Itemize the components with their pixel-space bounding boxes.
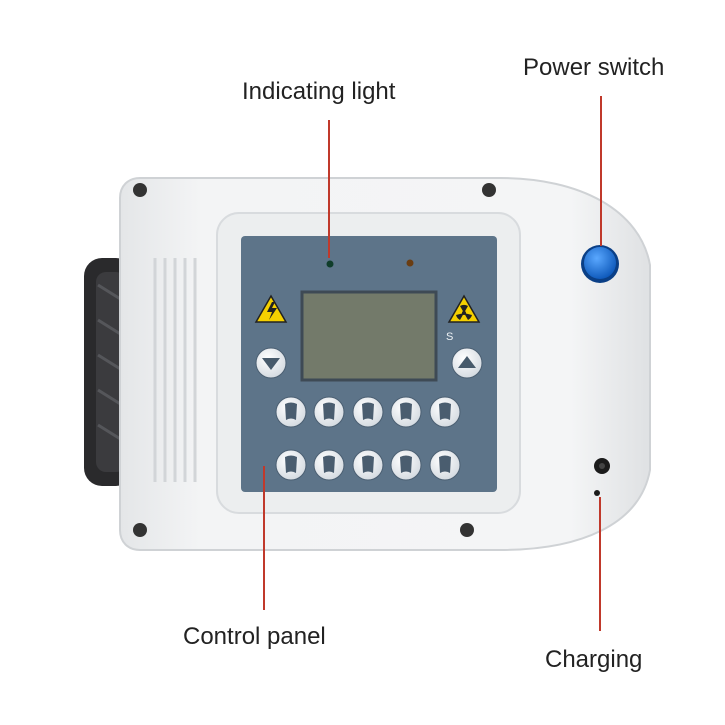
lower-incisor-tooth-icon[interactable] bbox=[313, 449, 345, 481]
control-panel-label: Control panel bbox=[183, 623, 326, 650]
high-voltage-warning-icon bbox=[254, 294, 288, 323]
power-switch-label: Power switch bbox=[523, 54, 665, 81]
lcd-display bbox=[300, 290, 438, 382]
keypad-row-1[interactable] bbox=[275, 396, 461, 428]
panel-speed-label: S bbox=[446, 331, 454, 343]
indicator-led-amber bbox=[406, 259, 414, 267]
premolar-tooth-icon[interactable] bbox=[390, 396, 422, 428]
body-screws bbox=[133, 183, 496, 537]
charging-port[interactable] bbox=[594, 458, 610, 496]
power-switch-leader bbox=[600, 96, 602, 246]
control-panel-leader bbox=[263, 466, 265, 610]
arrow-down-icon[interactable] bbox=[255, 347, 287, 379]
power-switch-button[interactable] bbox=[581, 245, 619, 283]
adult-child-icon[interactable] bbox=[275, 449, 307, 481]
arrow-up-icon[interactable] bbox=[451, 347, 483, 379]
indicator-led-green bbox=[326, 260, 334, 268]
lower-premolar-tooth-icon[interactable] bbox=[390, 449, 422, 481]
indicating-light-label: Indicating light bbox=[242, 78, 396, 105]
charging-label: Charging bbox=[545, 646, 643, 673]
vent-grille bbox=[153, 258, 197, 482]
film-sensor-icon[interactable] bbox=[275, 396, 307, 428]
charging-leader bbox=[599, 497, 601, 631]
lower-canine-tooth-icon[interactable] bbox=[352, 449, 384, 481]
canine-tooth-icon[interactable] bbox=[352, 396, 384, 428]
molar-tooth-icon[interactable] bbox=[429, 396, 461, 428]
keypad-row-2[interactable] bbox=[275, 449, 461, 481]
radiation-warning-icon bbox=[447, 294, 481, 323]
lower-molar-tooth-icon[interactable] bbox=[429, 449, 461, 481]
incisor-tooth-icon[interactable] bbox=[313, 396, 345, 428]
indicating-light-leader bbox=[328, 120, 330, 258]
